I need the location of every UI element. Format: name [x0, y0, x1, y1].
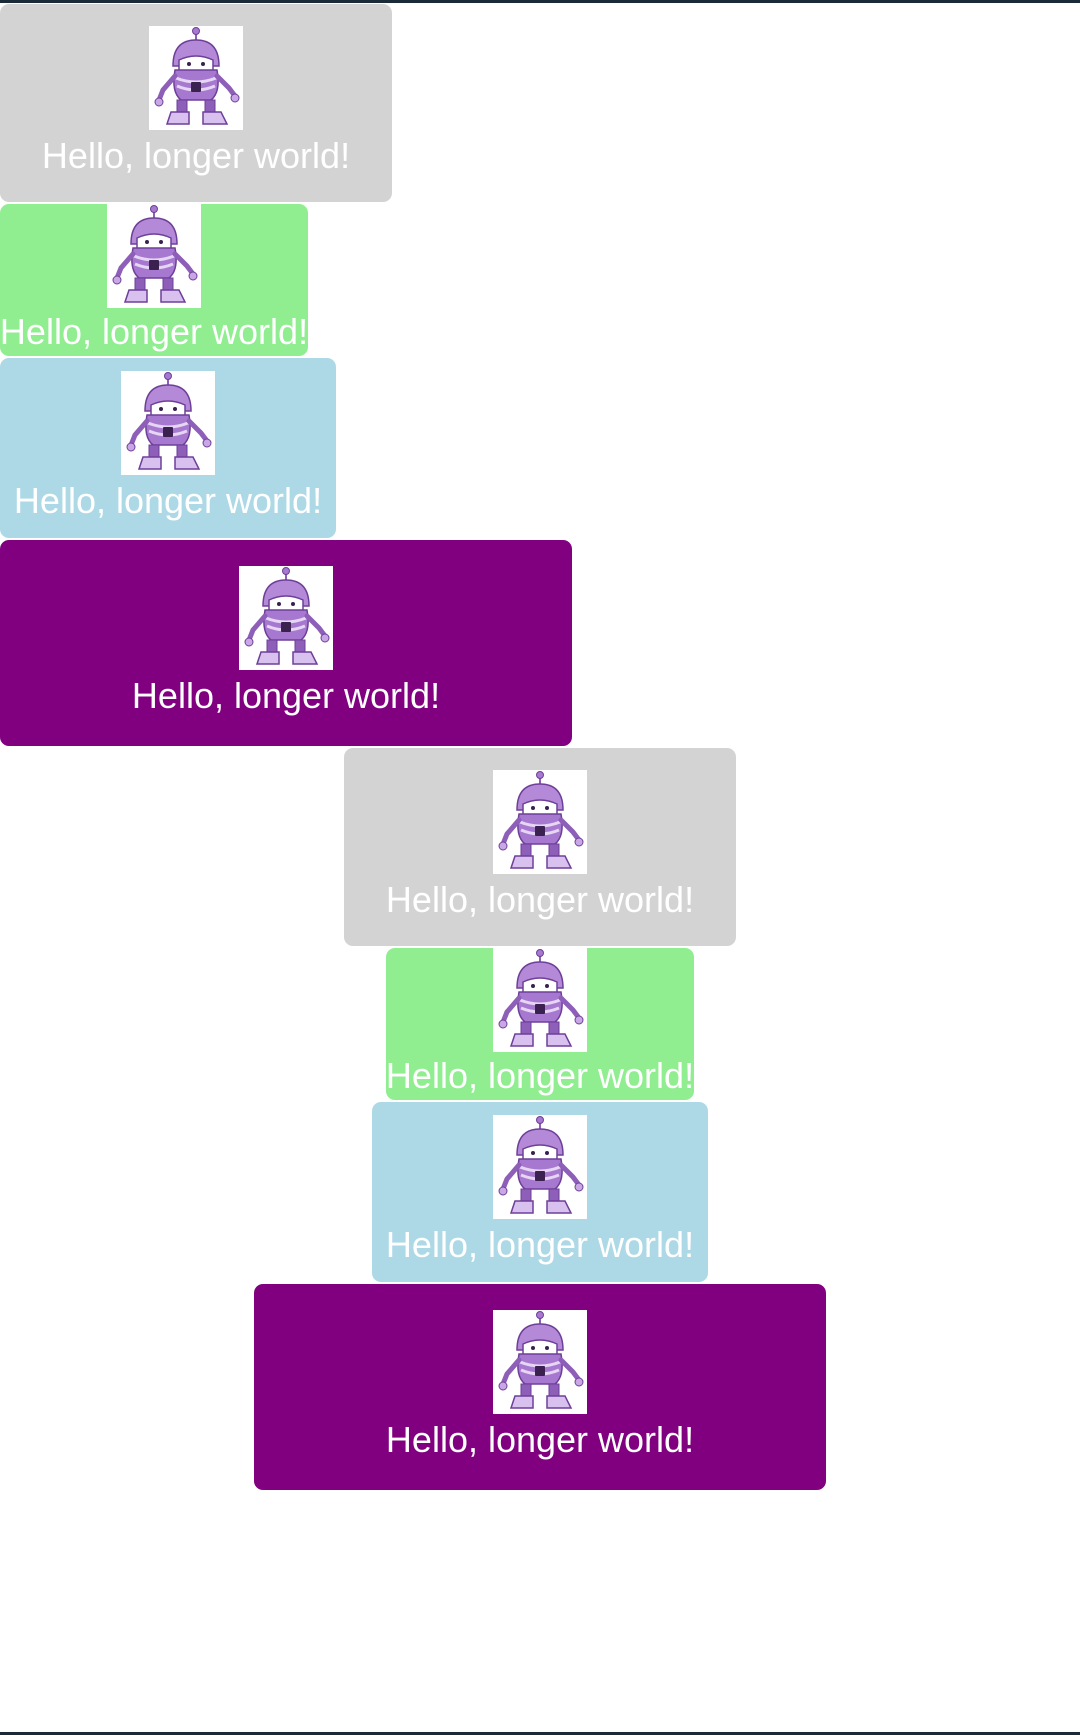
- card-label: Hello, longer world!: [385, 1419, 695, 1460]
- dotnet-bot-icon: [121, 371, 215, 475]
- card-right-gray: Hello, longer world!: [344, 748, 736, 946]
- card-label: Hello, longer world!: [13, 480, 323, 521]
- card-left-blue: Hello, longer world!: [0, 358, 336, 538]
- card-label: Hello, longer world!: [386, 1055, 694, 1096]
- card-label: Hello, longer world!: [385, 1224, 695, 1265]
- card-label: Hello, longer world!: [385, 879, 695, 920]
- status-bar-edge: [0, 0, 1080, 3]
- card-label: Hello, longer world!: [0, 311, 308, 352]
- dotnet-bot-icon: [493, 1115, 587, 1219]
- card-right-green: Hello, longer world!: [386, 948, 694, 1100]
- dotnet-bot-icon: [239, 566, 333, 670]
- dotnet-bot-icon: [493, 770, 587, 874]
- dotnet-bot-icon: [493, 1310, 587, 1414]
- card-right-purple: Hello, longer world!: [254, 1284, 826, 1490]
- card-left-green: Hello, longer world!: [0, 204, 308, 356]
- card-label: Hello, longer world!: [131, 675, 441, 716]
- dotnet-bot-icon: [107, 204, 201, 308]
- card-left-gray: Hello, longer world!: [0, 4, 392, 202]
- card-right-blue: Hello, longer world!: [372, 1102, 708, 1282]
- navigation-bar-edge: [0, 1732, 1080, 1735]
- card-left-purple: Hello, longer world!: [0, 540, 572, 746]
- card-label: Hello, longer world!: [41, 135, 351, 176]
- dotnet-bot-icon: [149, 26, 243, 130]
- dotnet-bot-icon: [493, 948, 587, 1052]
